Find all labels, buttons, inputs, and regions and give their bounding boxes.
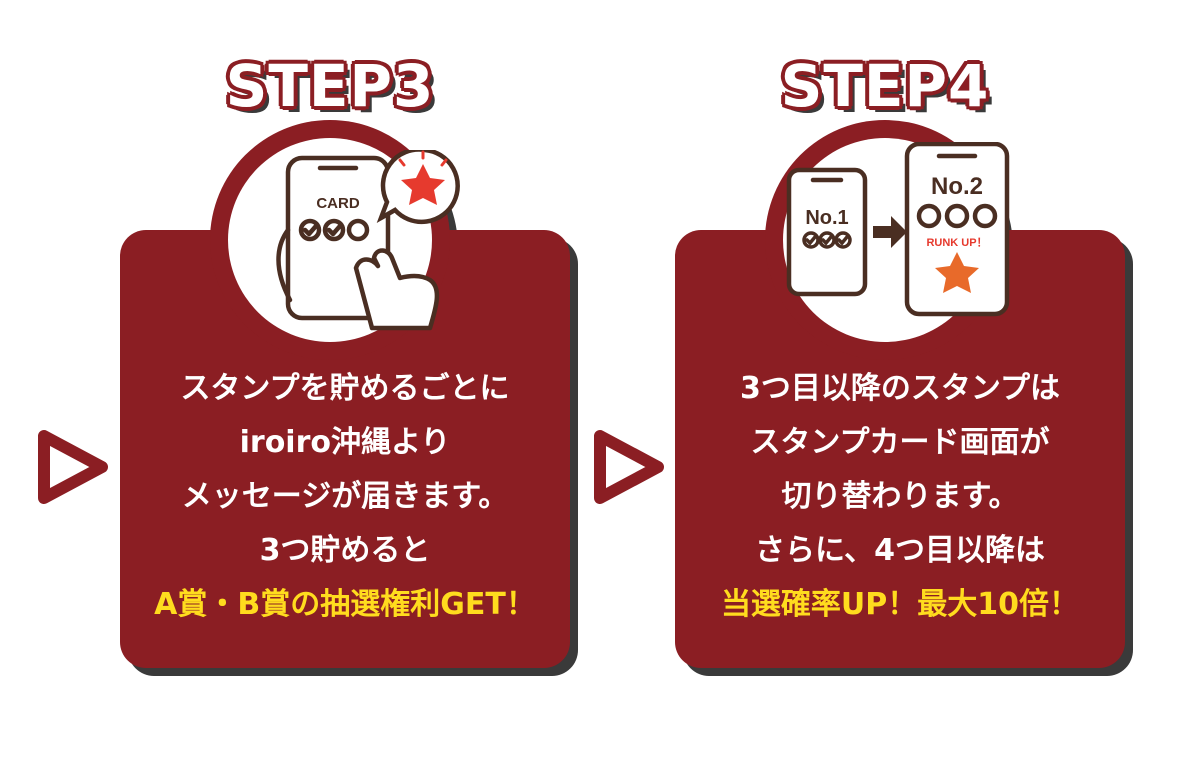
phone-rank-up-icon: No.1 No.2 RUNK UP！: [786, 142, 1010, 317]
description-line: さらに、4つ目以降は: [755, 533, 1045, 568]
description-line: iroiro沖縄より: [239, 425, 451, 460]
description-line: スタンプカード画面が: [750, 425, 1050, 460]
rank-up-label: RUNK UP！: [926, 236, 987, 249]
description-line: 3つ貯めると: [259, 533, 431, 568]
rank-to-label: No.2: [931, 173, 983, 200]
play-triangle-icon: [38, 430, 108, 504]
card-label: CARD: [316, 195, 359, 212]
description-line: 切り替わります。: [781, 479, 1019, 514]
star-bubble-icon: [376, 150, 460, 225]
step4-card: STEP4 No.1 No.2 RUNK UP！ 3つ目以降のスタンプは スタン…: [665, 0, 1135, 720]
star-icon: [935, 252, 979, 293]
step3-card: STEP3 CARD スタンプを貯めるごとに iroiro沖縄より メッセージが…: [110, 0, 580, 720]
step-title: STEP4: [780, 52, 990, 120]
rank-from-label: No.1: [805, 207, 848, 229]
description-highlight: A賞・B賞の抽選権利GET！: [154, 587, 536, 622]
step-title: STEP3: [225, 52, 435, 120]
step-description: スタンプを貯めるごとに iroiro沖縄より メッセージが届きます。 3つ貯める…: [120, 362, 570, 632]
phone-tap-card-icon: CARD: [276, 150, 460, 331]
arrow-right-icon: [873, 216, 907, 248]
description-line: メッセージが届きます。: [181, 479, 509, 514]
step-description: 3つ目以降のスタンプは スタンプカード画面が 切り替わります。 さらに、4つ目以…: [675, 362, 1125, 632]
description-highlight: 当選確率UP！最大10倍！: [720, 587, 1080, 622]
description-line: 3つ目以降のスタンプは: [740, 371, 1060, 406]
play-triangle-icon: [594, 430, 664, 504]
description-line: スタンプを貯めるごとに: [180, 371, 510, 406]
